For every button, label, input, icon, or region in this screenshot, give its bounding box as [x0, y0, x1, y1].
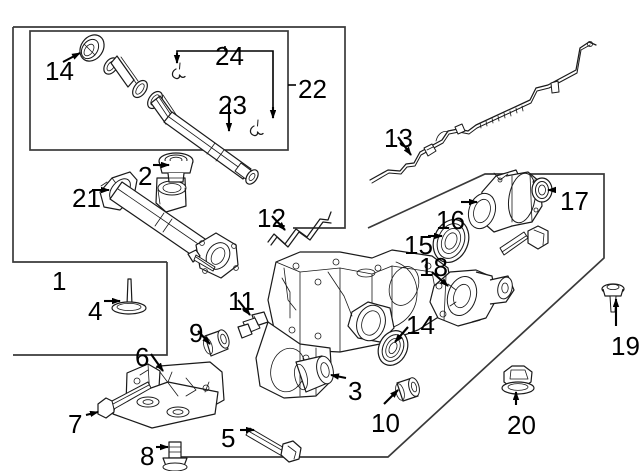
callout-9: 9	[189, 318, 204, 348]
group-box-22-axle-shaft-kit	[29, 30, 289, 151]
callout-11: 11	[228, 286, 255, 316]
part-10-small-bushing	[395, 377, 420, 402]
part-8-flange-bolt	[162, 441, 188, 471]
part-17-pinion-nut-washer	[531, 177, 553, 203]
leader-14-lower	[394, 326, 409, 343]
part-15-bearing	[432, 219, 470, 263]
callout-14-lower: 14	[406, 310, 435, 340]
group-polygon-right-driveline	[178, 173, 605, 458]
callout-20: 20	[507, 410, 536, 440]
leader-12	[271, 215, 286, 231]
leader-14-upper	[62, 52, 81, 63]
callout-8: 8	[140, 441, 155, 471]
part-5-long-bolt	[245, 427, 302, 463]
callout-2: 2	[138, 161, 153, 191]
part-bolt-under-tube	[187, 249, 216, 272]
callout-17: 17	[560, 186, 589, 216]
leader-9	[197, 330, 211, 345]
callout-21: 21	[72, 183, 101, 213]
callout-15: 15	[404, 230, 433, 260]
callout-10: 10	[371, 408, 400, 438]
leader-13	[397, 136, 412, 156]
callout-6: 6	[135, 342, 150, 372]
part-1-axle-housing-tube	[99, 171, 239, 279]
callout-24: 24	[215, 41, 244, 71]
leader-6	[150, 353, 164, 372]
callout-13: 13	[384, 123, 413, 153]
callout-1: 1	[52, 266, 67, 296]
callout-12: 12	[257, 203, 286, 233]
callout-22: 22	[298, 74, 327, 104]
callout-19: 19	[611, 331, 640, 361]
part-13-vent-tube	[369, 41, 597, 184]
part-20-flange-nut	[501, 365, 535, 395]
leader-7	[85, 410, 99, 418]
callout-5: 5	[221, 423, 236, 453]
part-12-vent-clip-bracket	[267, 211, 332, 248]
leader-10	[383, 389, 399, 405]
part-14-oil-seal-upper	[79, 34, 105, 62]
callout-18: 18	[419, 252, 448, 282]
part-24-snap-ring-clips	[171, 62, 264, 137]
callout-23: 23	[218, 90, 247, 120]
leader-3	[330, 373, 347, 380]
leader-24	[173, 46, 277, 119]
callout-7: 7	[68, 409, 83, 439]
callout-14-upper: 14	[45, 56, 74, 86]
part-9-spacer-sleeve	[202, 329, 230, 357]
part-bolt-driveline	[499, 225, 549, 256]
part-3-bushing	[294, 355, 334, 393]
leader-18	[431, 271, 449, 287]
part-23-axle-shaft	[103, 55, 259, 185]
callout-4: 4	[88, 296, 103, 326]
part-19-fill-plug	[601, 283, 625, 313]
part-11-vent-fitting	[237, 311, 269, 339]
callout-16: 16	[436, 205, 465, 235]
part-4-drain-plug-pin	[111, 278, 147, 315]
leader-11	[237, 299, 251, 316]
callout-3: 3	[348, 376, 363, 406]
